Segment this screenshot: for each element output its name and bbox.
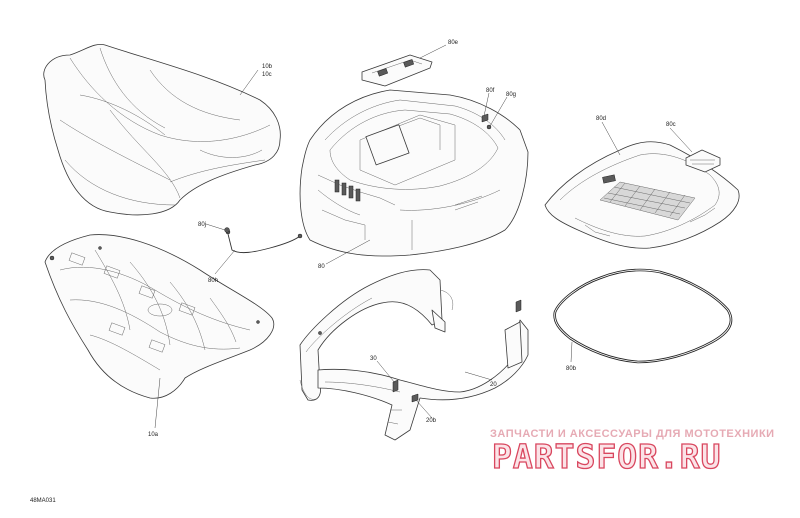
callout-30: 30 — [370, 356, 377, 362]
watermark-brand: PARTSFOR.RU — [492, 437, 722, 476]
fastener-80f — [481, 113, 489, 123]
fastener-30 — [392, 379, 399, 393]
fasteners — [224, 113, 522, 403]
callout-labels: 10b 10c 10a 80e 80f 80g 80 80j 80h 80d 8… — [148, 40, 676, 438]
drawing-reference-code: 48MA031 — [30, 498, 56, 504]
watermark-tagline: ЗАПЧАСТИ И АКСЕССУАРЫ ДЛЯ МОТОТЕХНИКИ — [490, 428, 775, 440]
storage-lid — [544, 141, 740, 249]
latch-part — [361, 54, 433, 87]
callout-10c: 10c — [262, 72, 272, 78]
callout-80h: 80h — [208, 278, 218, 284]
lid-grip-pattern — [599, 181, 696, 221]
callout-80g: 80g — [506, 92, 516, 98]
fastener-frame — [515, 299, 522, 313]
callout-20b: 20b — [426, 418, 437, 424]
callout-80e: 80e — [448, 40, 459, 46]
callout-80j: 80j — [198, 222, 206, 228]
callout-80: 80 — [318, 264, 325, 270]
fastener-80j — [224, 227, 230, 233]
callout-80c: 80c — [666, 122, 676, 128]
callout-10a: 10a — [148, 432, 159, 438]
fastener-20b — [411, 393, 419, 403]
callout-20: 20 — [490, 382, 497, 388]
storage-tub — [299, 89, 529, 257]
release-cable — [225, 229, 303, 254]
leader-lines — [154, 44, 693, 429]
callout-80b: 80b — [566, 366, 577, 372]
watermark: ЗАПЧАСТИ И АКСЕССУАРЫ ДЛЯ МОТОТЕХНИКИ PA… — [490, 428, 775, 477]
seat-base — [44, 234, 275, 399]
callout-80d: 80d — [596, 116, 606, 122]
lid-insert — [685, 149, 721, 173]
support-frame — [299, 269, 529, 441]
lid-seal — [553, 268, 733, 364]
callout-80f: 80f — [486, 88, 495, 94]
seat-cushion — [43, 43, 281, 216]
callout-10b: 10b — [262, 64, 273, 70]
fastener-frame-left — [318, 331, 322, 335]
